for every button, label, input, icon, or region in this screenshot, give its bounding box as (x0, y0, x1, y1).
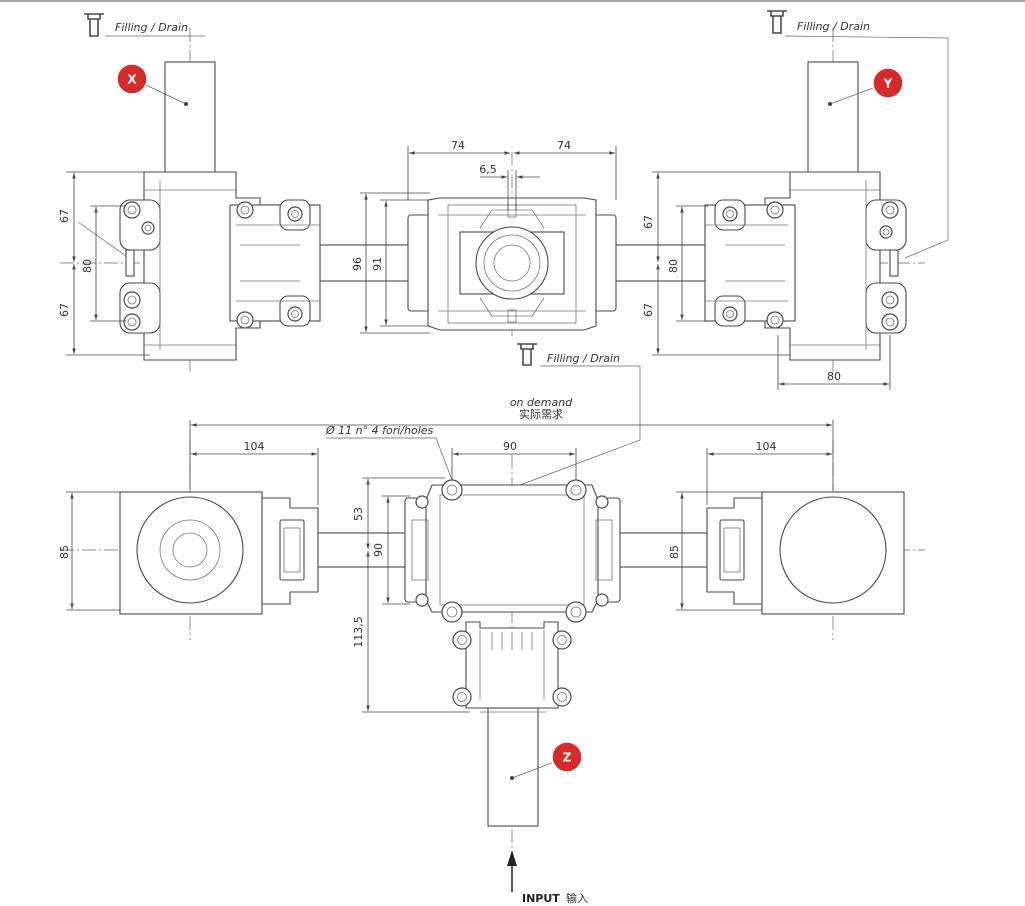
center-gearbox-top (407, 197, 617, 331)
dim-90-vertical: 90 (372, 543, 385, 557)
marker-x: X (116, 63, 188, 106)
dim-74-left: 74 (451, 139, 465, 152)
input-cn-label: 输入 (566, 891, 588, 905)
on-demand-cn-label: 实际需求 (519, 407, 563, 421)
top-dimensions: 74 74 6,5 67 80 67 96 91 (58, 139, 891, 390)
left-box-front (119, 491, 319, 615)
filling-plug-top-left: Filling / Drain (84, 13, 205, 37)
dim-91: 91 (371, 257, 384, 271)
holes-label: Ø 11 n° 4 fori/holes (325, 424, 434, 437)
dim-80-a: 80 (81, 259, 94, 273)
dim-85-right: 85 (668, 545, 681, 559)
left-shaft (319, 244, 711, 282)
filling-plug-center: Filling / Drain on demand 实际需求 (510, 343, 641, 486)
dim-6-5: 6,5 (479, 163, 497, 176)
marker-z-label: Z (563, 751, 572, 765)
filling-drain-label-2: Filling / Drain (797, 20, 870, 33)
dim-104-right: 104 (756, 440, 777, 453)
front-dimensions: 104 104 90 85 53 90 113,5 8 (58, 420, 834, 713)
marker-z: Z (510, 741, 583, 780)
marker-y: Y (828, 67, 904, 106)
center-gearbox-front (404, 479, 621, 827)
dim-80-b: 80 (667, 259, 680, 273)
dim-96: 96 (351, 257, 364, 271)
dim-67-b: 67 (58, 303, 71, 317)
input-label: INPUT (522, 892, 560, 905)
filling-drain-label-3: Filling / Drain (547, 352, 620, 365)
filling-plug-top-right: Filling / Drain (767, 10, 949, 259)
input-arrow: INPUT 输入 (507, 850, 588, 905)
dim-53: 53 (352, 507, 365, 521)
holes-callout: Ø 11 n° 4 fori/holes (325, 424, 453, 481)
filling-drain-label-1: Filling / Drain (115, 21, 188, 34)
dim-67-d: 67 (642, 303, 655, 317)
dim-90-horizontal: 90 (503, 440, 517, 453)
left-gearbox-x (119, 61, 321, 361)
marker-y-label: Y (883, 77, 893, 91)
dim-85-left: 85 (58, 545, 71, 559)
dim-67-a: 67 (58, 209, 71, 223)
right-box-front (706, 491, 905, 615)
front-view: Filling / Drain on demand 实际需求 Ø 11 n° 4… (58, 343, 925, 905)
on-demand-label: on demand (510, 396, 573, 409)
dim-74-right: 74 (557, 139, 571, 152)
marker-x-label: X (127, 73, 137, 87)
dim-67-c: 67 (642, 215, 655, 229)
dim-113-5: 113,5 (352, 616, 365, 648)
right-gearbox-y (704, 61, 907, 361)
dim-104-left: 104 (244, 440, 265, 453)
dim-80-c: 80 (827, 370, 841, 383)
top-view: Filling / Drain Filling / Drain X Y (58, 10, 949, 390)
